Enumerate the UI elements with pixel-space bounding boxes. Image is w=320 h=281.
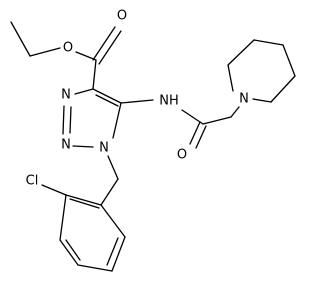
bond-ar-c3-c4 [59, 239, 79, 266]
bond-n3-n2-a [62, 105, 65, 135]
bond-ar-inner-2 [65, 239, 81, 261]
bond-pip-c5-c6 [270, 75, 296, 103]
bond-c5-nh [120, 99, 154, 104]
bond-pip-c4-c5 [282, 44, 296, 77]
bond-ch2-n-pip [230, 106, 240, 118]
bond-ethyl-ch2-o [29, 47, 61, 57]
bond-ar-c4-c5 [77, 264, 113, 272]
atom-n-triazole-n3: N [61, 88, 71, 103]
bond-n1-c5 [112, 102, 122, 139]
molecule-svg: O O N N N NH O N Cl [10, 9, 296, 272]
bond-ar-c2-cl [41, 184, 67, 196]
atom-n-triazole-n1: N [99, 141, 109, 156]
atom-nh-amide: NH [159, 94, 179, 109]
bond-carboxyl-c4 [92, 59, 97, 90]
bond-n3-n2-b [69, 106, 72, 134]
bond-ar-c5-c6 [111, 236, 126, 272]
bond-o-carboxyl-c [75, 51, 97, 61]
bond-pip-n-c2 [227, 64, 234, 92]
bond-n1-ch2 [107, 155, 119, 180]
bond-ar-c6-c1 [100, 204, 126, 238]
bond-ar-inner-3 [106, 237, 119, 266]
bond-ar-c2-c3 [59, 194, 67, 241]
bond-pip-c2-c3 [227, 39, 255, 66]
bond-pip-c6-n [252, 98, 272, 103]
bond-pip-c3-c4 [253, 39, 284, 46]
bond-n2-n1 [72, 145, 94, 148]
bond-c4-n3 [74, 88, 94, 95]
atom-n-piperidine: N [239, 92, 249, 107]
bond-c4-c5-outer [92, 88, 122, 104]
structure-diagram: O O N N N NH O N Cl [10, 9, 296, 272]
bond-c-amide-ch2 [202, 116, 232, 125]
bond-ar-c1-c2 [65, 194, 102, 206]
bond-c4-c5-inner [95, 94, 119, 107]
atom-o-amide: O [177, 148, 187, 163]
bond-carbonyl-double-1 [92, 26, 116, 61]
atom-cl: Cl [26, 174, 39, 189]
bond-amide-co-1 [189, 121, 201, 145]
bond-amide-co-2 [195, 125, 207, 149]
bond-ar-inner-1 [69, 198, 100, 209]
bond-ethyl-ch3 [10, 21, 31, 57]
bond-ch2-ring [100, 178, 119, 206]
atom-n-triazole-n2: N [61, 138, 71, 153]
atom-o-carbonyl: O [117, 9, 127, 24]
atom-o-ester: O [63, 41, 73, 56]
bond-carbonyl-double-2 [98, 30, 122, 65]
